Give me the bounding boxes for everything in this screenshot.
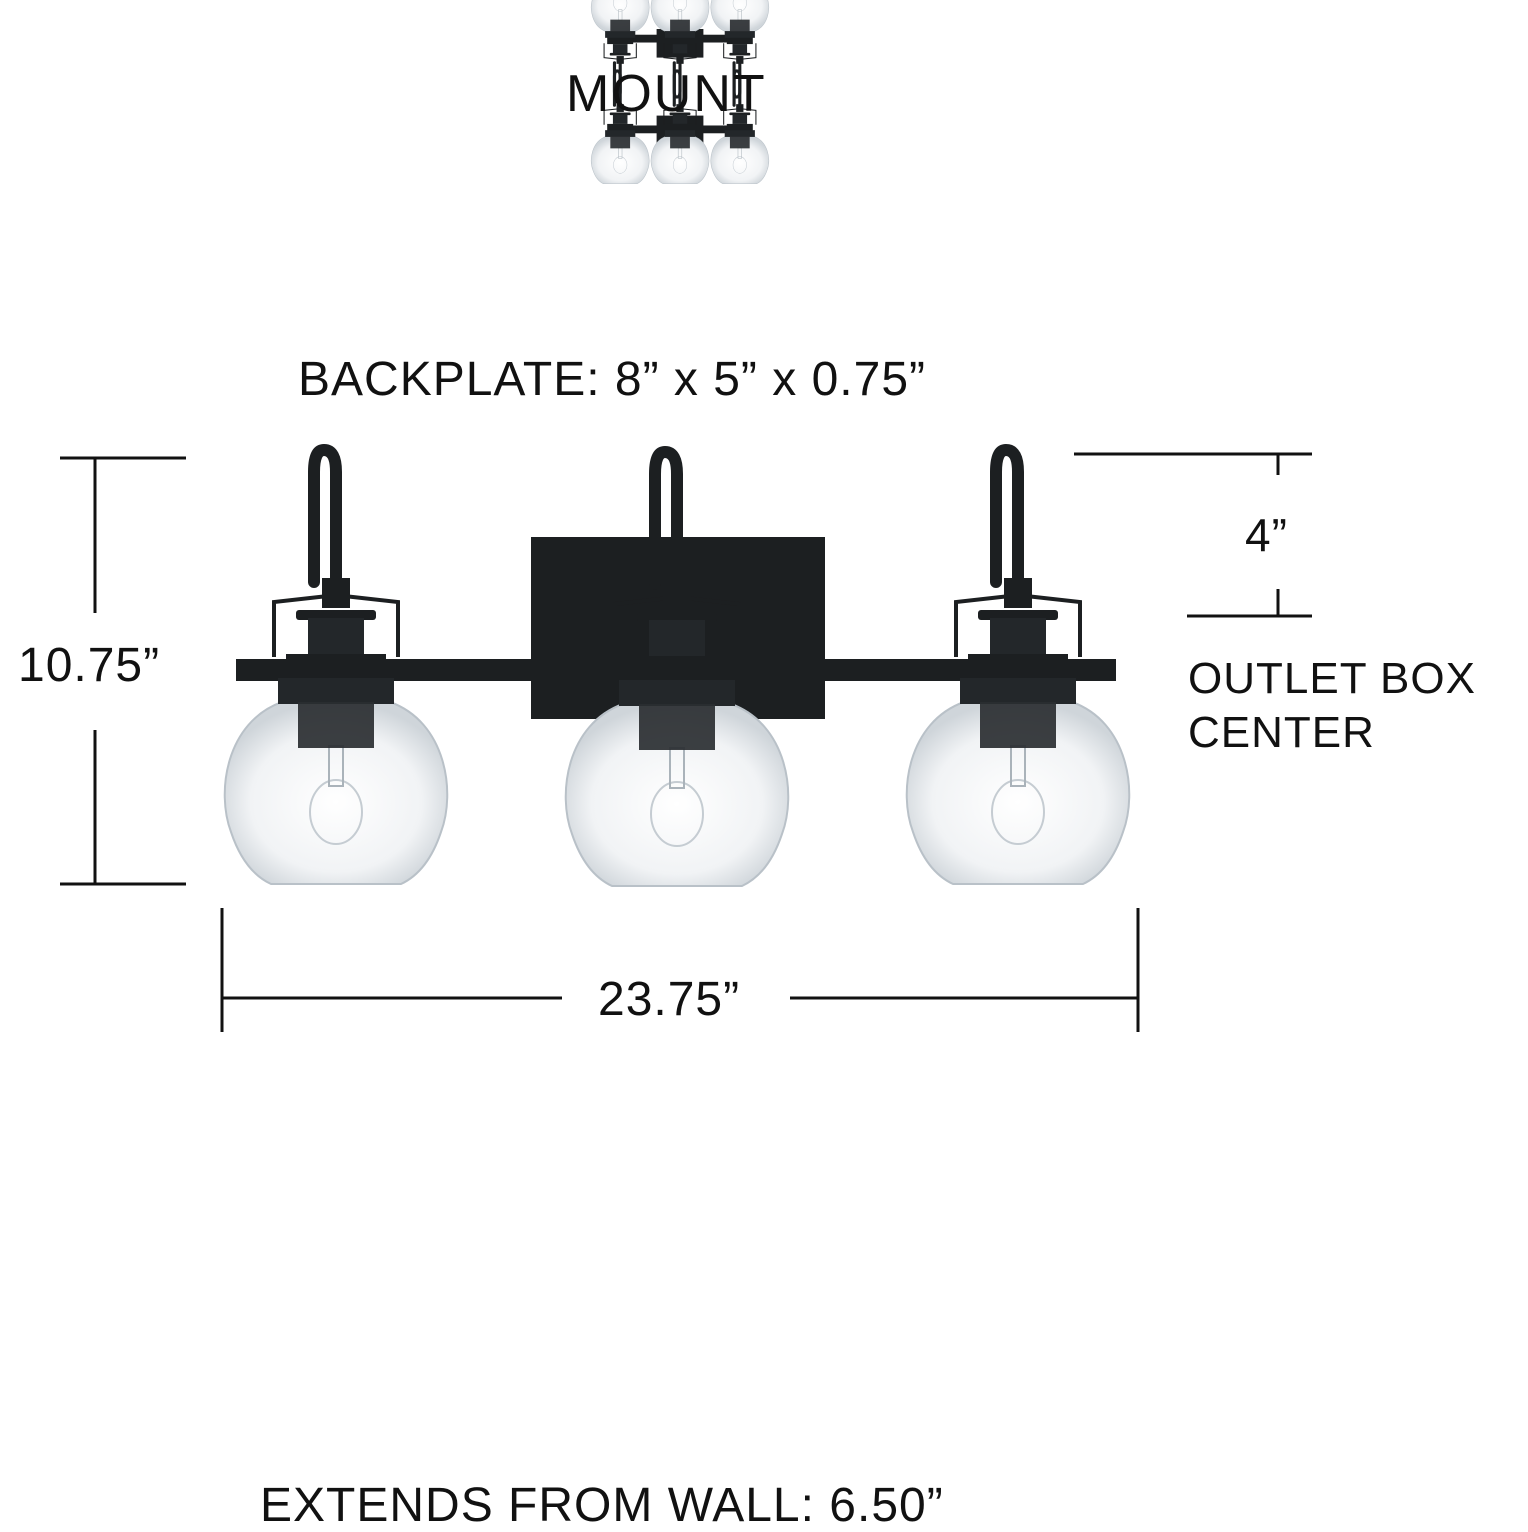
outlet-box-center-label: OUTLET BOX CENTER	[1188, 652, 1476, 760]
outlet-label-line2: CENTER	[1188, 708, 1375, 757]
height-label: 10.75”	[18, 639, 161, 692]
extends-from-wall-label: EXTENDS FROM WALL: 6.50”	[260, 1479, 944, 1532]
width-label: 23.75”	[598, 973, 741, 1026]
fixture-shades-up-icon	[589, 0, 771, 99]
outlet-offset-dimension-line	[1074, 452, 1312, 618]
backplate-dimensions-label: BACKPLATE: 8” x 5” x 0.75”	[298, 353, 926, 406]
outlet-label-line1: OUTLET BOX	[1188, 654, 1476, 703]
vanity-fixture	[225, 450, 1130, 886]
width-dimension-line	[220, 908, 1140, 1032]
fixture-shades-down-icon	[589, 69, 771, 186]
height-dimension-line	[60, 456, 186, 886]
mount-label: MOUNT	[566, 65, 767, 123]
outlet-offset-label: 4”	[1245, 509, 1288, 561]
